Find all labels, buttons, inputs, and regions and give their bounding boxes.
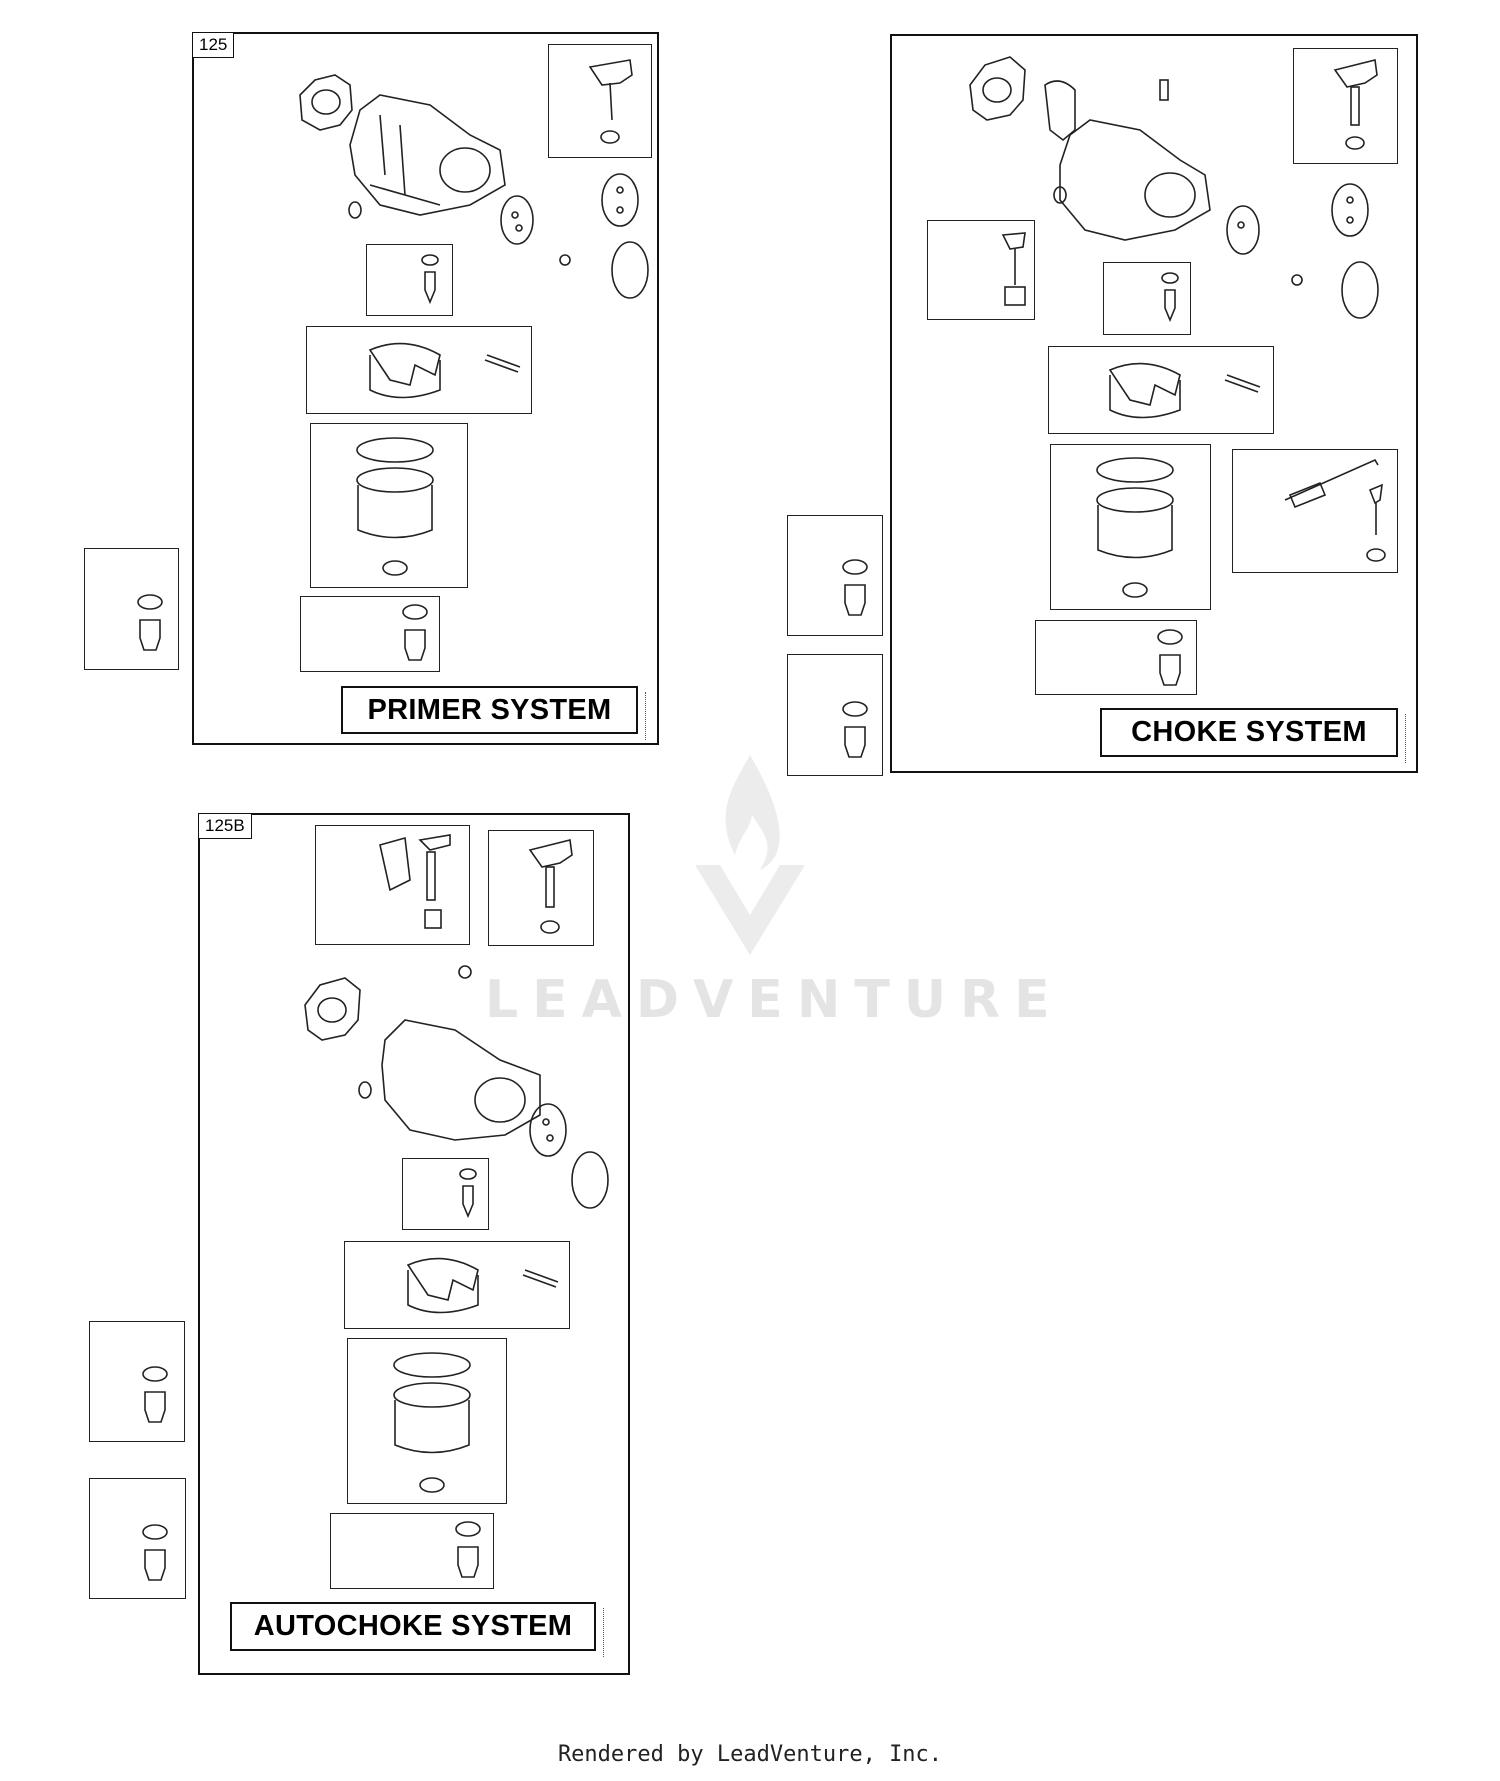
primer-bowl-part <box>356 437 434 576</box>
panel-primer-tag: 125 <box>192 32 235 58</box>
autochoke-bolt-inset <box>330 1513 494 1589</box>
autochoke-external-inset-2 <box>89 1478 186 1599</box>
choke-bolt-inset <box>1035 620 1197 695</box>
autochoke-bolt-part <box>455 1521 481 1578</box>
primer-needle-part <box>421 254 439 305</box>
choke-carburetor-body <box>969 56 1211 241</box>
autochoke-lever-inset <box>488 830 594 946</box>
choke-shaft-part <box>1001 232 1026 306</box>
watermark-logo <box>690 745 810 960</box>
primer-external-bolt-part <box>137 594 163 651</box>
primer-bowl-inset <box>310 423 468 588</box>
autochoke-external-part-1 <box>142 1366 168 1423</box>
autochoke-thermostat-part <box>379 834 451 929</box>
footer-credit: Rendered by LeadVenture, Inc. <box>557 1742 943 1767</box>
primer-bolt-inset <box>300 596 440 672</box>
primer-bulb-part <box>588 59 633 144</box>
choke-bolt-part <box>1157 629 1183 686</box>
choke-system-title: CHOKE SYSTEM <box>1100 708 1406 763</box>
choke-lever-inset <box>1293 48 1398 164</box>
flame-v-logo-icon <box>695 755 805 955</box>
watermark-text: LEADVENTURE <box>485 970 1064 1030</box>
autochoke-needle-part <box>459 1168 477 1219</box>
autochoke-needle-inset <box>402 1158 489 1230</box>
choke-diaphragm-parts <box>1226 183 1379 319</box>
primer-diaphragm-parts <box>500 173 649 299</box>
autochoke-external-inset-1 <box>89 1321 185 1442</box>
autochoke-float-inset <box>344 1241 570 1329</box>
autochoke-carburetor-body <box>304 965 609 1209</box>
choke-float-inset <box>1048 346 1274 434</box>
primer-carburetor-body <box>299 74 506 219</box>
primer-float-inset <box>306 326 532 414</box>
choke-tool-inset <box>1232 449 1398 573</box>
choke-external-part-1 <box>842 559 868 616</box>
choke-external-inset-2 <box>787 654 883 776</box>
primer-needle-inset <box>366 244 453 316</box>
primer-bulb-inset <box>548 44 652 158</box>
choke-bowl-inset <box>1050 444 1211 610</box>
autochoke-bowl-inset <box>347 1338 507 1504</box>
autochoke-system-title: AUTOCHOKE SYSTEM <box>230 1602 604 1657</box>
panel-autochoke-tag: 125B <box>198 813 252 839</box>
autochoke-float-part <box>406 1257 559 1314</box>
choke-bowl-part <box>1096 457 1174 598</box>
autochoke-lever-part <box>528 839 573 934</box>
primer-float-part <box>368 342 521 399</box>
choke-shaft-inset <box>927 220 1035 320</box>
choke-needle-inset <box>1103 262 1191 335</box>
primer-external-bolt-inset <box>84 548 179 670</box>
autochoke-bowl-part <box>393 1352 471 1493</box>
choke-external-inset-1 <box>787 515 883 636</box>
primer-bolt-part <box>402 604 428 661</box>
panel-choke-system <box>890 34 1418 773</box>
choke-lever-part <box>1333 59 1378 150</box>
choke-external-part-2 <box>842 701 868 758</box>
choke-brush-tool-part <box>1284 458 1386 562</box>
autochoke-external-part-2 <box>142 1524 168 1581</box>
autochoke-thermostat-inset <box>315 825 470 945</box>
choke-needle-part <box>1161 272 1179 323</box>
panel-primer-system <box>192 32 659 745</box>
choke-float-part <box>1108 362 1261 419</box>
primer-system-title: PRIMER SYSTEM <box>341 686 646 740</box>
panel-autochoke-system <box>198 813 630 1675</box>
